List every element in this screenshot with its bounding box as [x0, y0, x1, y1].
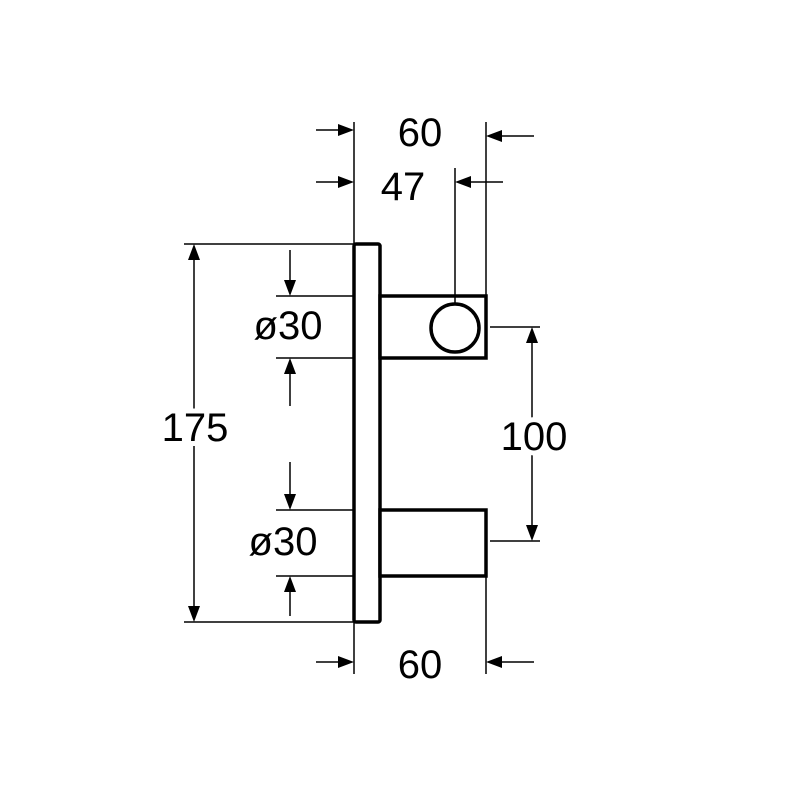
dim-label-top-overall-depth: 60 — [398, 111, 443, 155]
dim-bottom-depth: 60 — [316, 643, 534, 687]
dim-label-overall-height: 175 — [162, 406, 229, 450]
top-outlet-circle — [429, 302, 481, 354]
dim-overall-height: 175 — [157, 244, 233, 622]
dim-label-top-axis-depth: 47 — [381, 165, 426, 209]
wall-plate — [352, 242, 382, 624]
dim-outlet-spacing: 100 — [496, 327, 572, 541]
dim-bottom-outlet-diameter: ø30 — [249, 462, 318, 616]
dim-label-bottom-depth: 60 — [398, 643, 443, 687]
dim-top-axis-depth: 47 — [316, 165, 503, 209]
extension-lines — [184, 122, 540, 674]
dim-top-overall-depth: 60 — [316, 111, 534, 155]
dim-label-bottom-outlet-diameter: ø30 — [249, 520, 318, 564]
product-outline — [352, 242, 488, 624]
dim-label-top-outlet-diameter: ø30 — [254, 304, 323, 348]
bottom-outlet-cylinder — [378, 508, 488, 578]
dim-top-outlet-diameter: ø30 — [254, 250, 323, 406]
dim-label-outlet-spacing: 100 — [501, 415, 568, 459]
